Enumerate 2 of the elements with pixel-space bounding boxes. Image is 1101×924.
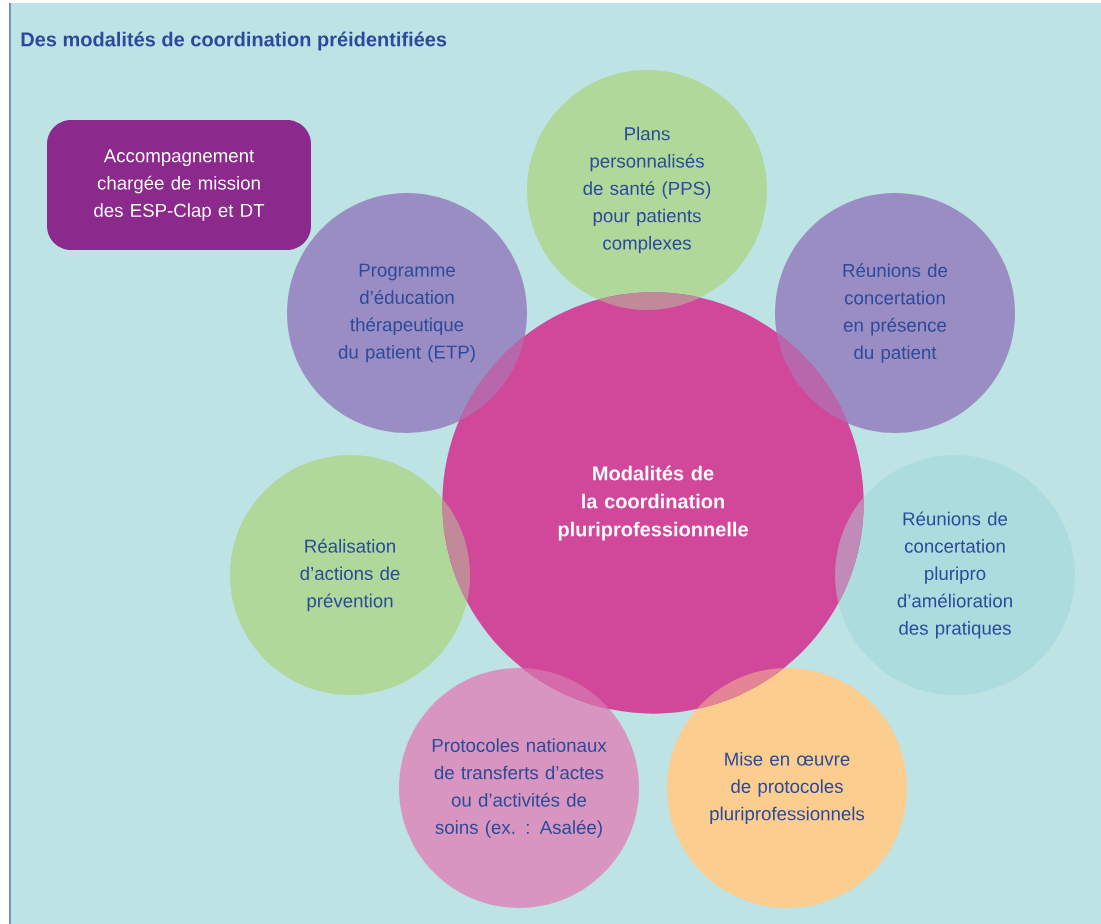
title: Des modalités de coordination préidentifiées	[21, 31, 447, 51]
rounded-box: Accompagnement chargée de mission des ESP-Clap et DT	[47, 120, 311, 250]
